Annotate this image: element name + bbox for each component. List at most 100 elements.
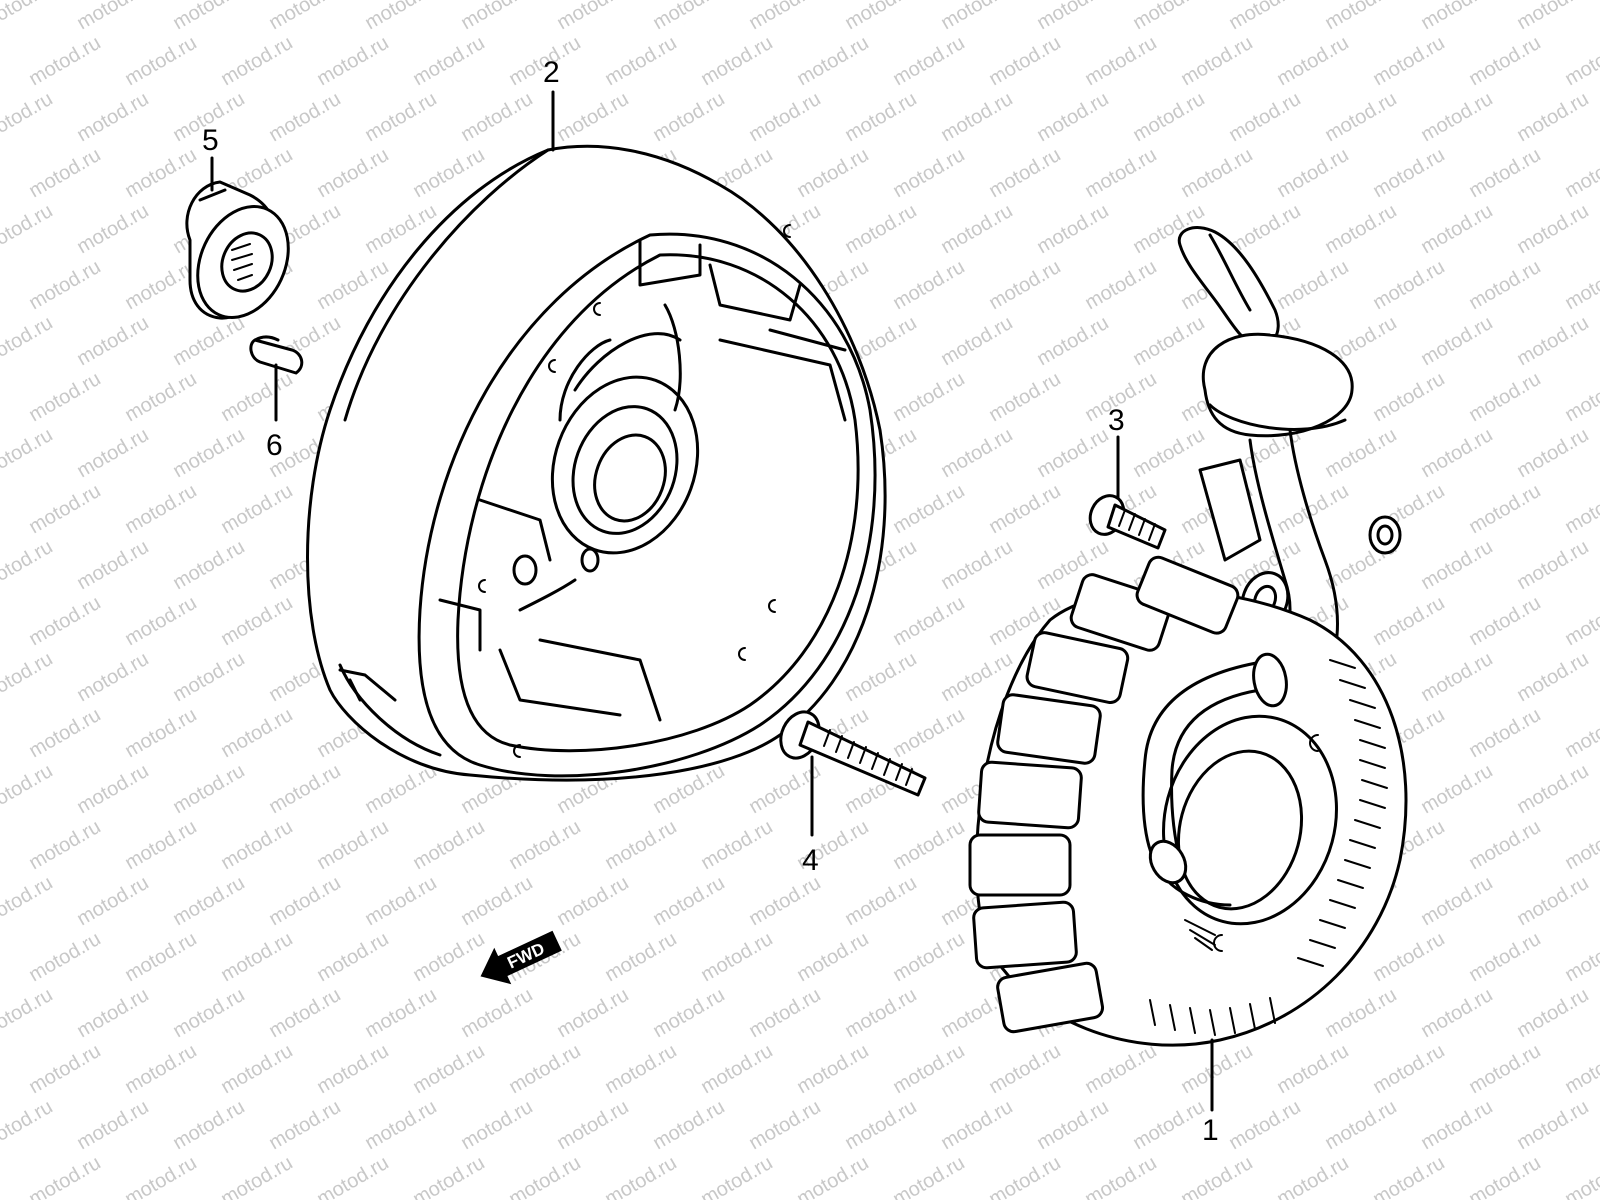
watermark-text: motod.ru	[937, 88, 1016, 147]
watermark-text: motod.ru	[1561, 1040, 1600, 1099]
watermark-text: motod.ru	[1177, 32, 1256, 91]
watermark-text: motod.ru	[1417, 1096, 1496, 1155]
watermark-text: motod.ru	[985, 1040, 1064, 1099]
watermark-text: motod.ru	[1369, 592, 1448, 651]
watermark-text: motod.ru	[793, 1152, 872, 1200]
watermark-text: motod.ru	[745, 88, 824, 147]
watermark-text: motod.ru	[409, 928, 488, 987]
watermark-text: motod.ru	[265, 1096, 344, 1155]
flange-nut[interactable]	[180, 180, 305, 332]
watermark-text: motod.ru	[169, 872, 248, 931]
watermark-text: motod.ru	[73, 1096, 152, 1155]
watermark-text: motod.ru	[553, 88, 632, 147]
watermark-text: motod.ru	[745, 0, 824, 34]
watermark-text: motod.ru	[841, 872, 920, 931]
watermark-text: motod.ru	[601, 32, 680, 91]
watermark-text: motod.ru	[457, 88, 536, 147]
watermark-text: motod.ru	[1513, 0, 1592, 34]
watermark-text: motod.ru	[1369, 368, 1448, 427]
watermark-text: motod.ru	[409, 1152, 488, 1200]
watermark-text: motod.ru	[1369, 144, 1448, 203]
watermark-text: motod.ru	[1513, 984, 1592, 1043]
watermark-text: motod.ru	[121, 32, 200, 91]
callout-3[interactable]: 3	[1108, 404, 1125, 437]
watermark-text: motod.ru	[889, 1040, 968, 1099]
watermark-text: motod.ru	[1465, 928, 1544, 987]
long-bolt[interactable]	[774, 706, 927, 797]
watermark-text: motod.ru	[841, 1096, 920, 1155]
callout-2[interactable]: 2	[543, 56, 560, 89]
callout-4[interactable]: 4	[802, 844, 819, 877]
watermark-text: motod.ru	[1513, 536, 1592, 595]
watermark-text: motod.ru	[121, 592, 200, 651]
watermark-text: motod.ru	[1081, 144, 1160, 203]
watermark-text: motod.ru	[1033, 424, 1112, 483]
watermark-text: motod.ru	[169, 312, 248, 371]
woodruff-key[interactable]	[249, 335, 304, 375]
watermark-text: motod.ru	[1033, 1096, 1112, 1155]
watermark-text: motod.ru	[553, 984, 632, 1043]
watermark-text: motod.ru	[793, 144, 872, 203]
watermark-text: motod.ru	[1273, 256, 1352, 315]
watermark-text: motod.ru	[649, 872, 728, 931]
watermark-text: motod.ru	[1033, 312, 1112, 371]
watermark-text: motod.ru	[1225, 0, 1304, 34]
watermark-text: motod.ru	[457, 1096, 536, 1155]
watermark-text: motod.ru	[0, 648, 57, 707]
watermark-text: motod.ru	[361, 872, 440, 931]
watermark-text: motod.ru	[121, 816, 200, 875]
watermark-text: motod.ru	[0, 872, 57, 931]
flywheel-rotor[interactable]	[306, 144, 887, 782]
watermark-text: motod.ru	[1465, 480, 1544, 539]
watermark-text: motod.ru	[1465, 256, 1544, 315]
watermark-text: motod.ru	[985, 144, 1064, 203]
watermark-text: motod.ru	[265, 0, 344, 34]
watermark-text: motod.ru	[1321, 0, 1400, 34]
callout-6[interactable]: 6	[266, 429, 283, 462]
watermark-text: motod.ru	[409, 32, 488, 91]
watermark-text: motod.ru	[1465, 144, 1544, 203]
watermark-text: motod.ru	[841, 648, 920, 707]
callout-1[interactable]: 1	[1202, 1114, 1219, 1147]
watermark-text: motod.ru	[1129, 424, 1208, 483]
watermark-text: motod.ru	[1465, 1152, 1544, 1200]
watermark-text: motod.ru	[1225, 1096, 1304, 1155]
watermark-text: motod.ru	[1561, 1152, 1600, 1200]
watermark-text: motod.ru	[1033, 88, 1112, 147]
watermark-text: motod.ru	[985, 368, 1064, 427]
watermark-text: motod.ru	[505, 1152, 584, 1200]
watermark-text: motod.ru	[169, 1096, 248, 1155]
watermark-text: motod.ru	[1177, 1152, 1256, 1200]
stator-screw[interactable]	[1084, 490, 1167, 550]
watermark-text: motod.ru	[265, 88, 344, 147]
callout-5[interactable]: 5	[202, 124, 219, 157]
watermark-text: motod.ru	[1177, 144, 1256, 203]
watermark-text: motod.ru	[73, 648, 152, 707]
stator[interactable]	[968, 226, 1408, 1047]
watermark-text: motod.ru	[505, 816, 584, 875]
watermark-text: motod.ru	[121, 368, 200, 427]
watermark-text: motod.ru	[889, 592, 968, 651]
watermark-text: motod.ru	[169, 0, 248, 34]
watermark-text: motod.ru	[841, 200, 920, 259]
watermark-text: motod.ru	[1369, 1040, 1448, 1099]
watermark-text: motod.ru	[121, 928, 200, 987]
watermark-text: motod.ru	[0, 88, 57, 147]
watermark-text: motod.ru	[697, 1040, 776, 1099]
watermark-text: motod.ru	[1513, 1096, 1592, 1155]
watermark-text: motod.ru	[1177, 1040, 1256, 1099]
watermark-text: motod.ru	[553, 0, 632, 34]
watermark-text: motod.ru	[169, 424, 248, 483]
watermark-text: motod.ru	[1369, 32, 1448, 91]
watermark-text: motod.ru	[217, 1152, 296, 1200]
watermark-text: motod.ru	[553, 1096, 632, 1155]
watermark-text: motod.ru	[1561, 144, 1600, 203]
watermark-text: motod.ru	[73, 424, 152, 483]
watermark-text: motod.ru	[937, 424, 1016, 483]
watermark-text: motod.ru	[793, 32, 872, 91]
watermark-text: motod.ru	[169, 536, 248, 595]
watermark-text: motod.ru	[1561, 816, 1600, 875]
watermark-text: motod.ru	[1273, 144, 1352, 203]
watermark-text: motod.ru	[841, 984, 920, 1043]
watermark-text: motod.ru	[1513, 312, 1592, 371]
